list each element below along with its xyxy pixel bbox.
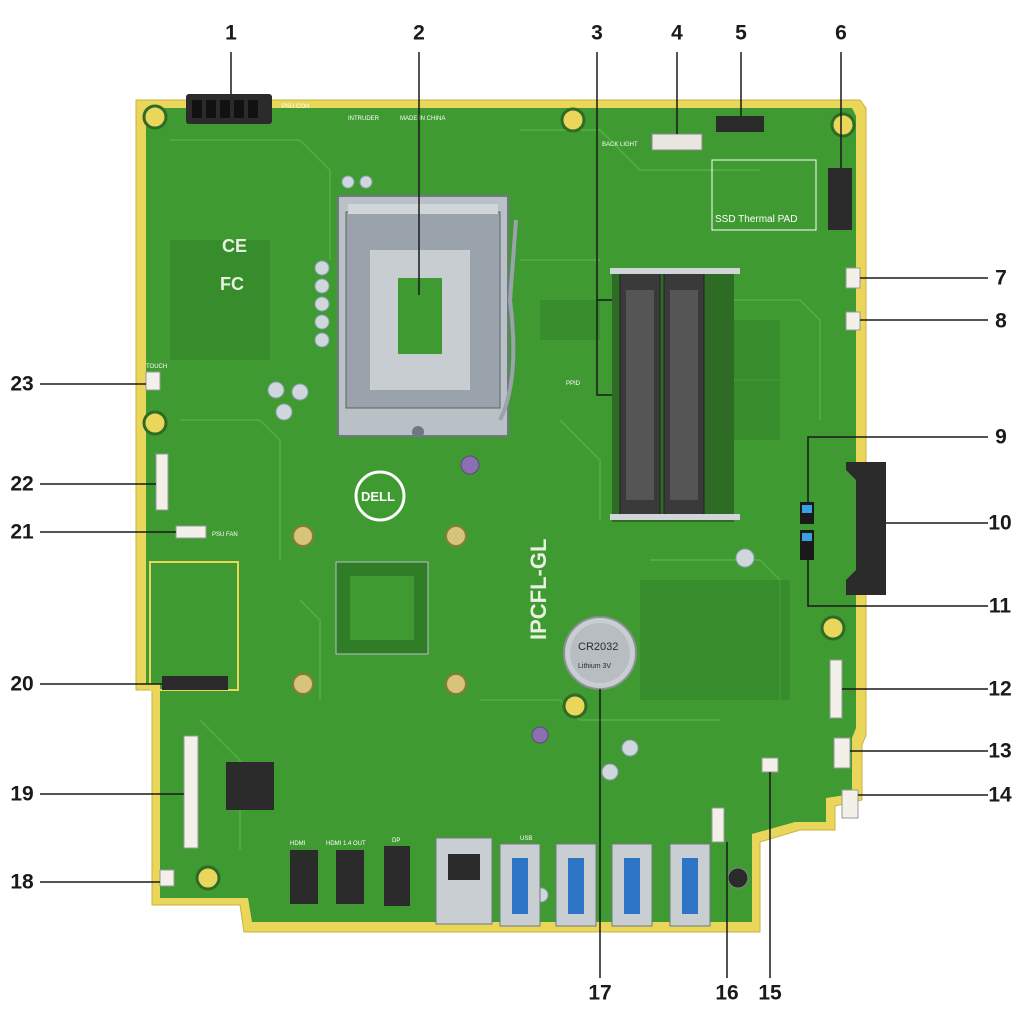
ppid-label: PPID (566, 381, 581, 387)
memory-slots (610, 268, 740, 522)
m2-wifi-slot (149, 561, 239, 691)
hdmi-port-1 (290, 850, 318, 904)
hdmi-label: HDMI (290, 841, 306, 847)
made-in-label: MADE IN CHINA (400, 116, 445, 122)
back-light-label: BACK LIGHT (602, 142, 638, 148)
fan-connector-7 (845, 267, 861, 289)
callout-16: 16 (715, 981, 739, 1005)
sata-connector (846, 462, 886, 595)
psu-con-label: PSU CON (282, 104, 309, 110)
callout-20: 20 (10, 672, 34, 696)
callout-18: 18 (10, 870, 34, 894)
connector-19 (183, 735, 199, 849)
callout-22: 22 (10, 472, 34, 496)
connector-14 (841, 789, 859, 819)
intruder-label: INTRUDER (348, 116, 380, 122)
hdmi-out-label: HDMI 1.4 OUT (326, 841, 366, 847)
callout-12: 12 (988, 677, 1012, 701)
callout-21: 21 (10, 520, 34, 544)
callout-3: 3 (591, 21, 603, 45)
top-connector-5 (716, 116, 764, 132)
audio-jack (727, 867, 749, 889)
hdmi-port-2 (336, 850, 364, 904)
callout-7: 7 (995, 266, 1007, 290)
callout-11: 11 (988, 594, 1012, 618)
callout-6: 6 (835, 21, 847, 45)
dp-label: DP (392, 838, 400, 844)
callout-1: 1 (225, 21, 237, 45)
connector-16 (711, 807, 725, 843)
callout-19: 19 (10, 782, 34, 806)
callout-23: 23 (10, 372, 34, 396)
connector-23 (145, 371, 161, 391)
ssd-pad-label: SSD Thermal PAD (715, 214, 797, 225)
callout-9: 9 (995, 425, 1007, 449)
connector-12 (829, 659, 843, 719)
psu-fan-label: PSU FAN (212, 532, 238, 538)
fan-connector-8 (845, 311, 861, 331)
battery-label: CR2032 (578, 641, 618, 653)
coin-cell-battery: CR2032 Lithium 3V (563, 616, 637, 690)
svg-text:FC: FC (220, 274, 244, 294)
dp-port (384, 846, 410, 906)
psu-connector: PSU CON (186, 94, 309, 124)
touch-label: TOUCH (146, 364, 167, 370)
connector-15 (761, 757, 779, 773)
dell-logo: DELL (354, 470, 406, 522)
callout-5: 5 (735, 21, 747, 45)
callout-8: 8 (995, 309, 1007, 333)
ethernet-port (435, 837, 493, 925)
backlight-connector (651, 133, 703, 151)
psu-fan-connector (175, 525, 207, 539)
callout-13: 13 (988, 739, 1012, 763)
callout-lines (40, 52, 988, 978)
callout-15: 15 (758, 981, 782, 1005)
usb-label: USB (520, 836, 532, 842)
svg-text:CE: CE (222, 236, 247, 256)
callout-14: 14 (988, 783, 1012, 807)
callout-2: 2 (413, 21, 425, 45)
model-label: IPCFL-GL (526, 539, 551, 640)
controller-chip (226, 762, 274, 810)
rear-io: HDMI HDMI 1.4 OUT DP USB (290, 836, 749, 927)
m2-ssd-slot: SSD Thermal PAD (711, 159, 852, 231)
cpu-socket (337, 195, 518, 438)
callout-10: 10 (988, 511, 1012, 535)
callout-17: 17 (588, 981, 612, 1005)
connector-13 (833, 737, 851, 769)
callout-4: 4 (671, 21, 683, 45)
battery-sub-label: Lithium 3V (578, 663, 611, 670)
connector-22 (155, 453, 169, 511)
connector-18 (159, 869, 175, 887)
dell-logo-text: DELL (361, 489, 395, 504)
